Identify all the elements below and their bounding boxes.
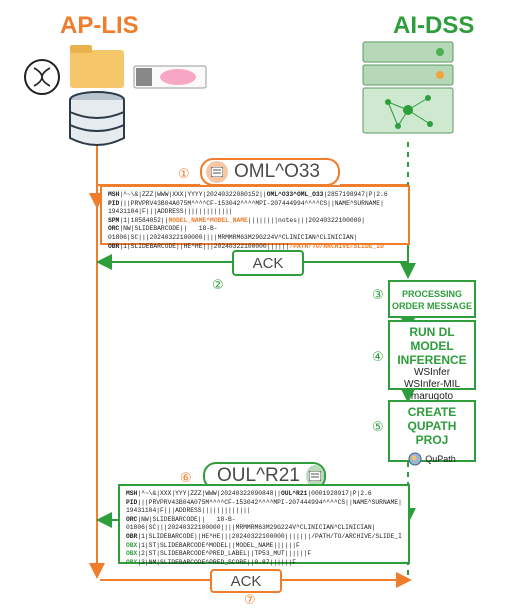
- message-segment: |NW|SLIDEBARCODE|| 18-B-: [137, 515, 236, 523]
- message-segment: SPM: [108, 216, 120, 224]
- message-line: PID|||PRVPRV43B04A075M^^^^CF-153042^^^^M…: [108, 200, 402, 209]
- message-segment: /PATH/TO/ARCHIVE/SLIDE_ID: [289, 242, 384, 250]
- message-segment: PID: [126, 498, 138, 506]
- message-segment: OBX: [126, 558, 138, 566]
- run-dl-model-inference-block: RUN DL MODEL INFERENCE WSInfer WSInfer-M…: [388, 320, 476, 402]
- processing-order-message-block: PROCESSING ORDER MESSAGE: [388, 280, 476, 318]
- message-line: ORC|NW|SLIDEBARCODE|| 18-B-: [108, 225, 402, 234]
- message-segment: 19431104|F|||ADDRESS|||||||||||||: [126, 507, 251, 515]
- message-line: 01806|SC|||20240322100000||||MRMMRM63M29…: [108, 234, 402, 243]
- message-segment: |2|ST|SLIDEBARCODE^PRED_LABEL||TP53_MUT|…: [137, 550, 312, 558]
- marugoto-item: marugoto: [410, 391, 454, 402]
- message-segment: |2857198947|P|2.6: [323, 191, 388, 198]
- message-line: OBR|1|SLIDEBARCODE||HE^HE|||202403221000…: [126, 533, 402, 542]
- message-segment: PID: [108, 199, 120, 207]
- ap-lis-database-illustration: [24, 45, 207, 146]
- ack-top-box: ACK: [232, 250, 304, 276]
- message-line: OBX|2|ST|SLIDEBARCODE^PRED_LABEL||TP53_M…: [126, 550, 402, 559]
- step-7-marker: ⑦: [244, 593, 256, 608]
- message-segment: ORC: [126, 515, 138, 523]
- message-segment: |1|18584052||: [119, 216, 169, 224]
- message-segment: |3|NM|SLIDEBARCODE^PRED_SCORE||0.87|||||…: [137, 558, 297, 566]
- ai-dss-server-illustration: [362, 41, 454, 134]
- message-segment: OML^O33^OML_O33: [266, 191, 324, 198]
- wsinfer-mil-item: WSInfer-MIL: [403, 379, 461, 390]
- create-qupath-proj-block: CREATE QUPATH PROJ QuPath: [388, 400, 476, 466]
- message-segment: ||||||||notes|||20240322100000|: [247, 216, 365, 224]
- message-segment: |0001928917|P|2.6: [307, 490, 372, 497]
- oml-o33-label: OML^O33: [200, 158, 340, 186]
- message-segment: |^~\&|ZZZ|WWW|XXX|YYYY|20240322080152||: [119, 191, 267, 198]
- message-line: MSH|^~\&|ZZZ|WWW|XXX|YYYY|20240322080152…: [108, 191, 402, 200]
- message-line: OBX|1|ST|SLIDEBARCODE^MODEL||MODEL_NAME|…: [126, 542, 402, 551]
- step-4-marker: ④: [372, 350, 384, 365]
- message-line: OBR|1|SLIDEBARCODE||HE^HE|||202403221000…: [108, 243, 402, 252]
- message-segment: |^~\&|XXX|YYY|ZZZ|WWW|20240322090848||: [137, 490, 281, 497]
- message-segment: MODEL_NAME^MODEL_NAME: [168, 216, 248, 224]
- step-5-marker: ⑤: [372, 420, 384, 435]
- message-line: SPM|1|18584052||MODEL_NAME^MODEL_NAME|||…: [108, 217, 402, 226]
- message-line: 19431104|F|||ADDRESS|||||||||||||: [108, 208, 402, 217]
- message-segment: MSH: [108, 191, 120, 198]
- database-icon: [69, 91, 125, 146]
- message-segment: OUL^R21: [280, 490, 308, 497]
- ack-bottom-box: ACK: [210, 569, 282, 593]
- message-segment: MSH: [126, 490, 138, 497]
- ai-dss-title: AI-DSS: [393, 12, 475, 39]
- message-line: PID|||PRVPRV43B04A075M^^^^CF-153042^^^^M…: [126, 499, 402, 508]
- message-line: MSH|^~\&|XXX|YYY|ZZZ|WWW|20240322090848|…: [126, 490, 402, 499]
- message-segment: OBR: [108, 242, 120, 250]
- ap-lis-title: AP-LIS: [60, 12, 139, 39]
- message-segment: ORC: [108, 225, 120, 233]
- folder-icon: [70, 50, 124, 88]
- message-segment: OBX: [126, 541, 138, 549]
- qupath-app-row: QuPath: [390, 452, 474, 466]
- message-line: 19431104|F|||ADDRESS|||||||||||||: [126, 507, 402, 516]
- oml-o33-message-box: MSH|^~\&|ZZZ|WWW|XXX|YYYY|20240322080152…: [100, 185, 410, 250]
- oul-r21-message-box: MSH|^~\&|XXX|YYY|ZZZ|WWW|20240322090848|…: [118, 484, 410, 566]
- wsinfer-item: WSInfer: [413, 367, 451, 378]
- message-segment: |NW|SLIDEBARCODE|| 18-B-: [119, 225, 218, 233]
- step-6-marker: ⑥: [180, 471, 192, 486]
- message-icon: [206, 161, 228, 183]
- message-segment: |||PRVPRV43B04A075M^^^^CF-153042^^^^MPI-…: [137, 498, 402, 506]
- message-segment: |1|SLIDEBARCODE||HE^HE|||20240322100000|…: [119, 242, 290, 250]
- message-segment: OBR: [126, 532, 138, 540]
- message-segment: |||PRVPRV43B04A075M^^^^CF-153042^^^^MPI-…: [119, 199, 384, 207]
- message-line: OBX|3|NM|SLIDEBARCODE^PRED_SCORE||0.87||…: [126, 559, 402, 568]
- message-segment: |1|ST|SLIDEBARCODE^MODEL||MODEL_NAME||||…: [137, 541, 300, 549]
- message-segment: 01806|SC|||20240322100000||||MRMMRM63M29…: [126, 524, 376, 532]
- step-2-marker: ②: [212, 278, 224, 293]
- step-1-marker: ①: [178, 167, 190, 182]
- qupath-icon: [408, 452, 422, 466]
- message-segment: 19431104|F|||ADDRESS|||||||||||||: [108, 208, 233, 216]
- step-3-marker: ③: [372, 288, 384, 303]
- message-segment: |1|SLIDEBARCODE||HE^HE|||20240322100000|…: [137, 532, 402, 540]
- message-segment: OBX: [126, 550, 138, 558]
- message-line: 01806|SC|||20240322100000||||MRMMRM63M29…: [126, 524, 402, 533]
- message-icon: [305, 465, 324, 487]
- message-line: ORC|NW|SLIDEBARCODE|| 18-B-: [126, 516, 402, 525]
- message-segment: 01806|SC|||20240322100000||||MRMMRM63M29…: [108, 233, 358, 241]
